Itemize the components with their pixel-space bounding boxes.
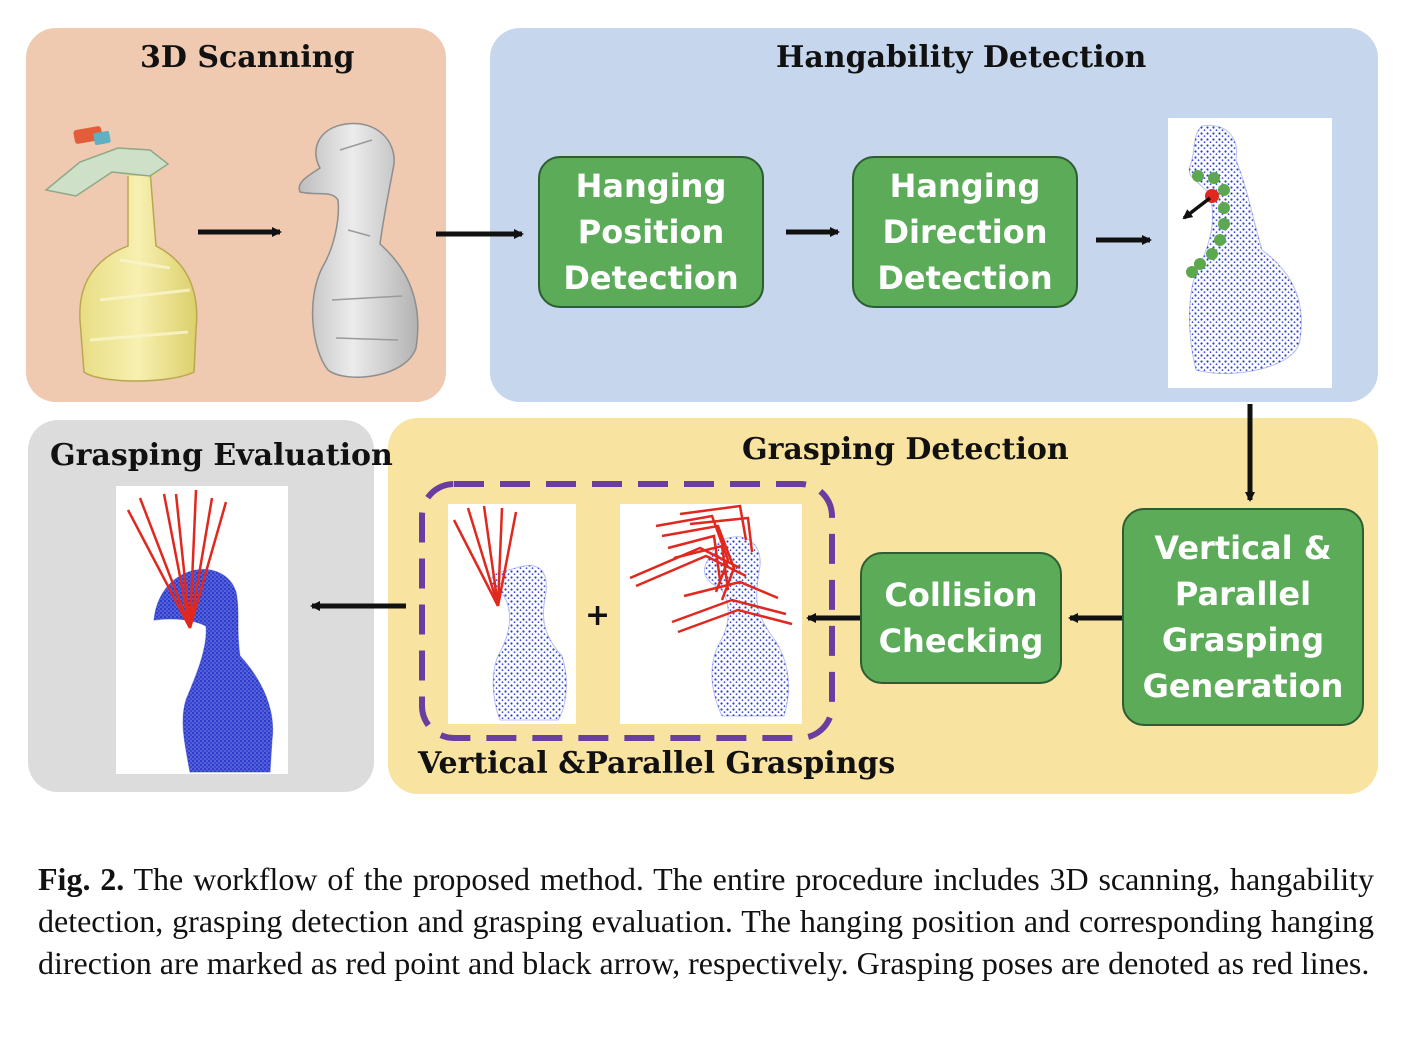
hanging-candidate-points: [1186, 170, 1230, 278]
vertical-grasp-point-cloud: [490, 565, 567, 721]
scanned-mesh: [298, 122, 419, 378]
evaluation-grasp-lines: [126, 489, 228, 629]
plus-sign: +: [585, 598, 611, 633]
graspings-dashed-group: [419, 481, 835, 741]
hanging-point-cloud: [1188, 124, 1302, 374]
evaluation-point-cloud: [153, 568, 274, 773]
caption-label: Fig. 2.: [38, 861, 125, 897]
hanging-position-detection-box: Hanging Position Detection: [538, 156, 764, 308]
grasping-evaluation-title: Grasping Evaluation: [50, 438, 393, 473]
spray-bottle-photo: [44, 126, 198, 382]
collision-checking-box: Collision Checking: [860, 552, 1062, 684]
hanging-direction-arrow: [1182, 196, 1212, 220]
hangability-title: Hangability Detection: [776, 40, 1147, 75]
hanging-direction-detection-box: Hanging Direction Detection: [852, 156, 1078, 308]
flow-arrows: [198, 227, 1255, 623]
grasping-detection-title: Grasping Detection: [742, 432, 1069, 467]
grasping-generation-box: Vertical & Parallel Grasping Generation: [1122, 508, 1364, 726]
caption-text: The workflow of the proposed method. The…: [38, 861, 1375, 981]
vertical-grasp-lines: [452, 505, 518, 607]
parallel-grasp-point-cloud: [704, 536, 789, 717]
figure-caption: Fig. 2. The workflow of the proposed met…: [38, 858, 1374, 984]
scanning-title: 3D Scanning: [140, 40, 355, 75]
parallel-grasp-lines: [629, 504, 793, 634]
graspings-label: Vertical &Parallel Graspings: [418, 746, 896, 781]
